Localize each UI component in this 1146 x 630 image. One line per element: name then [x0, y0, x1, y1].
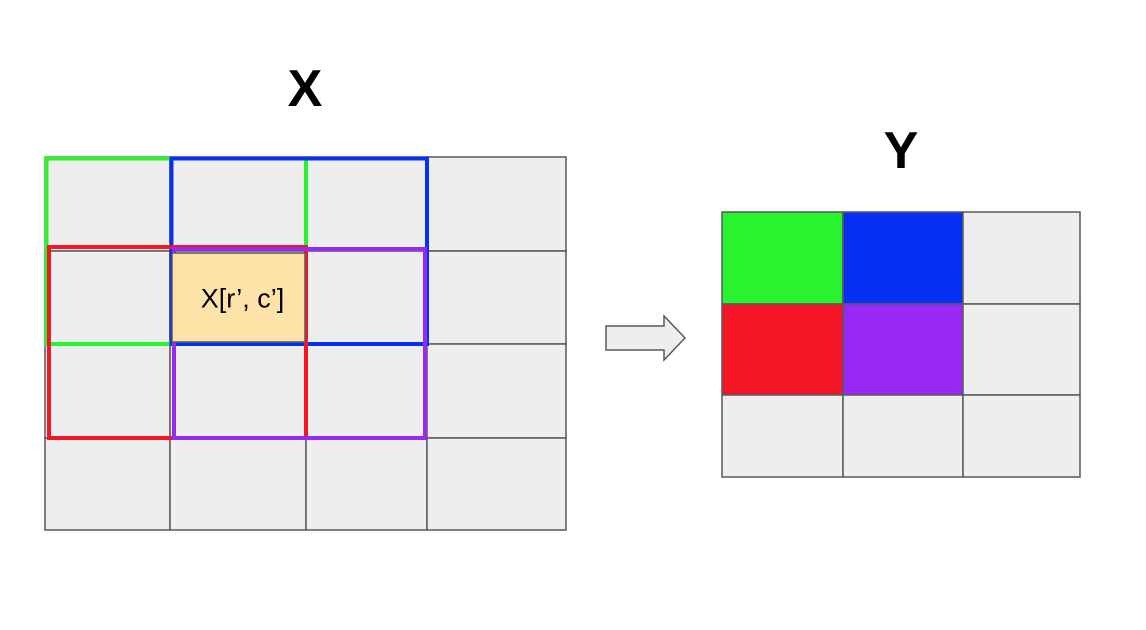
input-cell	[305, 250, 428, 345]
input-cell	[426, 250, 567, 345]
input-windows	[44, 156, 429, 440]
input-cell	[169, 343, 307, 439]
output-grid-title: Y	[884, 122, 919, 180]
input-cell	[426, 156, 567, 252]
output-cell	[962, 303, 1081, 396]
output-cell-blue	[842, 211, 964, 305]
output-grid	[721, 211, 1081, 478]
input-cell	[426, 437, 567, 531]
input-cell	[44, 343, 171, 439]
input-cell	[44, 250, 171, 345]
output-cell	[962, 394, 1081, 478]
purple-window	[172, 247, 427, 440]
highlight-cell	[171, 252, 306, 343]
input-cell	[305, 343, 428, 439]
input-cell	[44, 156, 171, 252]
output-cell	[721, 394, 844, 478]
output-cell-green	[721, 211, 844, 305]
input-cell	[44, 437, 171, 531]
input-cell	[169, 437, 307, 531]
output-cell	[842, 394, 964, 478]
output-cell-red	[721, 303, 844, 396]
input-cell	[305, 156, 428, 252]
right-arrow-icon	[605, 314, 687, 362]
output-cell-purple	[842, 303, 964, 396]
output-cell	[962, 211, 1081, 305]
input-grid-title: X	[288, 60, 323, 118]
input-cell	[169, 156, 307, 252]
highlight-cell-group: X[r’, c’]	[171, 252, 306, 343]
input-cell	[426, 343, 567, 439]
input-cell	[305, 437, 428, 531]
highlight-cell-label: X[r’, c’]	[201, 284, 285, 314]
